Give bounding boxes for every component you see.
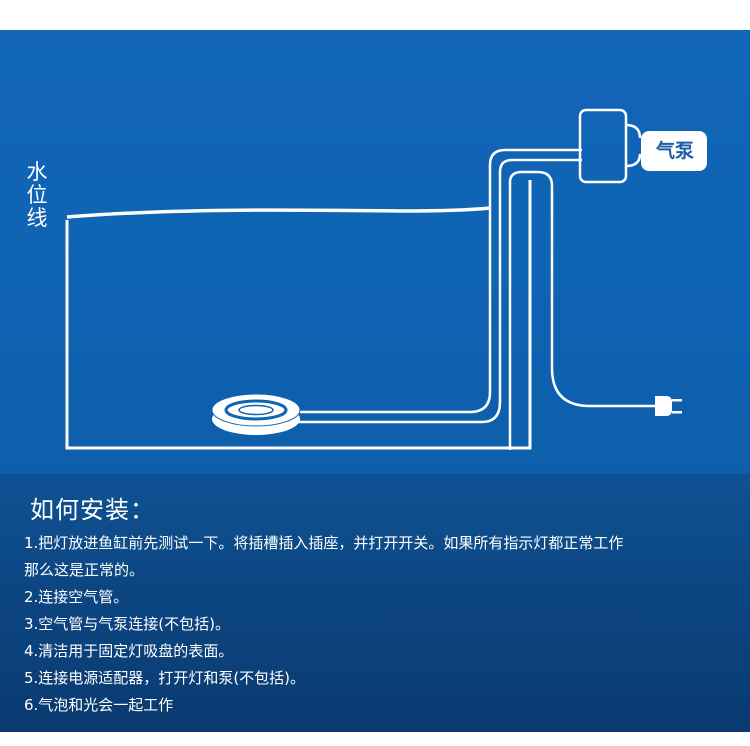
adapter-box-icon [578,108,628,184]
instructions-title: 如何安装： [30,496,155,524]
aquarium-diagram [65,108,707,450]
instructions-panel: 如何安装： 1.把灯放进鱼缸前先测试一下。将插槽插入插座，并打开开关。如果所有指… [0,474,750,732]
instruction-step: 2.连接空气管。 [24,588,129,606]
instruction-step: 4.清洁用于固定灯吸盘的表面。 [24,642,234,660]
instruction-step: 3.空气管与气泵连接(不包括)。 [24,615,231,633]
water-level-char: 线 [26,206,48,230]
water-level-label: 水 位 线 [22,161,52,230]
water-level-char: 位 [26,183,48,207]
led-ring-light-icon [211,393,301,435]
pump-connector [625,123,642,168]
tank-outline [65,180,532,450]
water-level-char: 水 [26,160,48,184]
instruction-step: 5.连接电源适配器，打开灯和泵(不包括)。 [24,669,306,687]
instruction-step: 1.把灯放进鱼缸前先测试一下。将插槽插入插座，并打开开关。如果所有指示灯都正常工… [24,534,624,552]
air-tube-inner [298,158,582,424]
pump-box [641,131,707,171]
instructions-list: 1.把灯放进鱼缸前先测试一下。将插槽插入插座，并打开开关。如果所有指示灯都正常工… [24,530,724,719]
power-cable [508,170,640,450]
diagram-panel: 水 位 线 气泵 [0,30,750,474]
instruction-step: 那么这是正常的。 [24,561,145,579]
water-level-line [66,206,491,219]
air-tube-icon [298,148,582,414]
instruction-step: 6.气泡和光会一起工作 [24,696,174,714]
pump-label: 气泵 [655,140,694,162]
power-plug-icon [640,396,682,416]
